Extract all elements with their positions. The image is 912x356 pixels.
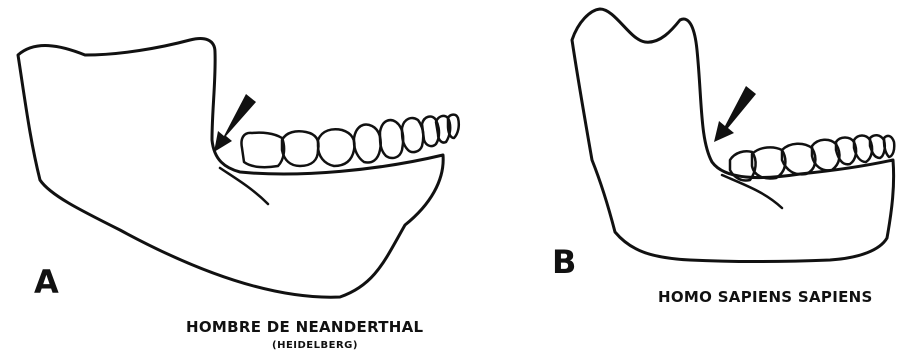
tooth [241,133,284,168]
tooth [884,136,894,157]
tooth [380,120,403,158]
tooth [318,129,355,166]
panel-a-subcaption: (HEIDELBERG) [272,340,358,351]
arrow-a [214,94,256,152]
tooth [782,144,815,175]
panel-a-label: A [34,266,59,298]
panel-a-caption: HOMBRE DE NEANDERTHAL [186,318,423,336]
panel-b-label: B [552,246,576,278]
mandible-a-outline [18,39,443,298]
tooth [752,147,785,178]
panel-b-caption: HOMO SAPIENS SAPIENS [658,288,873,306]
tooth [282,131,319,166]
tooth [354,125,381,163]
arrow-b [714,86,756,142]
mandible-b [572,9,894,262]
tooth [402,118,423,152]
mandible-b-outline [572,9,894,262]
mandible-b-inner-ridge [722,175,782,208]
mandible-a [18,39,459,298]
